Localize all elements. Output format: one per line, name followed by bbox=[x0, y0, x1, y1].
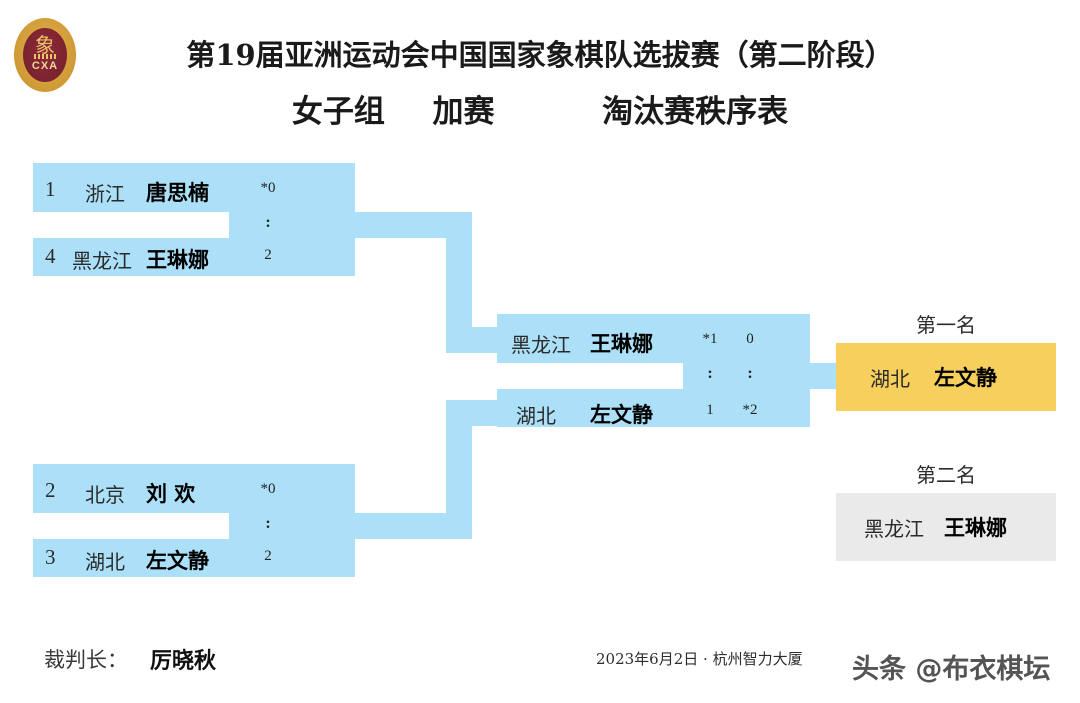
semifinal-1-notch bbox=[33, 212, 229, 238]
final-colon-game1: : bbox=[707, 365, 713, 382]
final-player-1-province: 黑龙江 bbox=[511, 333, 571, 357]
semifinal-2-player-1-seed: 2 bbox=[45, 478, 56, 502]
page-title-line1: 第19届亚洲运动会中国国家象棋队选拔赛（第二阶段） bbox=[186, 38, 894, 72]
first-place-player: 左文静 bbox=[934, 365, 997, 390]
logo-decoration-bars bbox=[34, 54, 56, 59]
venue-and-date: 2023年6月2日 · 杭州智力大厦 bbox=[596, 650, 803, 668]
semifinal-2-colon: : bbox=[265, 515, 271, 532]
semifinal-1-player-1-province: 浙江 bbox=[85, 182, 125, 206]
final-player-2-province: 湖北 bbox=[516, 404, 556, 428]
semifinal-1-player-2-score: 2 bbox=[264, 247, 272, 263]
final-to-champion-connector bbox=[810, 363, 840, 389]
semifinal-1-player-1-score: *0 bbox=[260, 180, 276, 196]
referee-label: 裁判长： bbox=[44, 648, 128, 672]
final-player-2-score-game2: *2 bbox=[742, 402, 758, 418]
second-place-province: 黑龙江 bbox=[864, 516, 924, 541]
second-place-box[interactable]: 黑龙江 王琳娜 bbox=[836, 493, 1056, 561]
logo-abbrev-text: CXA bbox=[31, 60, 59, 72]
first-place-province: 湖北 bbox=[870, 366, 910, 391]
semifinal-2-player-1-name: 刘 欢 bbox=[146, 481, 196, 506]
semifinal-2-player-2-name: 左文静 bbox=[146, 548, 209, 573]
cxa-logo: 象 CXA bbox=[14, 18, 76, 92]
semifinal-1-colon: : bbox=[265, 214, 271, 231]
page-title-line2: 女子组 加赛 淘汰赛秩序表 bbox=[0, 86, 1080, 131]
referee-name: 厉晓秋 bbox=[150, 648, 217, 674]
first-place-box[interactable]: 湖北 左文静 bbox=[836, 343, 1056, 411]
final-colon-game2: : bbox=[747, 365, 753, 382]
semifinal-2-notch bbox=[33, 513, 229, 539]
logo-inner: 象 CXA bbox=[23, 28, 67, 82]
semifinal-1-player-1-seed: 1 bbox=[45, 177, 56, 201]
semifinal-1-player-2-name: 王琳娜 bbox=[146, 247, 209, 272]
first-place-label: 第一名 bbox=[916, 313, 976, 337]
xiangqi-piece-icon: 象 bbox=[35, 33, 55, 57]
title-playoff-label: 加赛 bbox=[432, 94, 495, 130]
second-place-label: 第二名 bbox=[916, 463, 976, 487]
title-bracket-label: 淘汰赛秩序表 bbox=[602, 94, 789, 130]
semifinal-1-player-2-seed: 4 bbox=[45, 244, 56, 268]
semifinal-1-player-1-name: 唐思楠 bbox=[146, 180, 209, 205]
final-notch bbox=[497, 363, 683, 389]
final-connector-top-vertical bbox=[446, 212, 472, 340]
final-player-2-score-game1: 1 bbox=[706, 402, 714, 418]
semifinal-2-player-2-province: 湖北 bbox=[85, 550, 125, 574]
final-player-1-name: 王琳娜 bbox=[590, 331, 653, 356]
final-player-1-score-game1: *1 bbox=[702, 331, 718, 347]
semifinal-2-player-1-province: 北京 bbox=[85, 483, 125, 507]
second-place-player: 王琳娜 bbox=[944, 515, 1007, 540]
semifinal-2-player-2-seed: 3 bbox=[45, 545, 56, 569]
semifinal-2-player-1-score: *0 bbox=[260, 481, 276, 497]
semifinal-2-player-2-score: 2 bbox=[264, 548, 272, 564]
final-player-2-name: 左文静 bbox=[590, 402, 653, 427]
final-player-1-score-game2: 0 bbox=[746, 331, 754, 347]
semifinal-1-player-2-province: 黑龙江 bbox=[72, 249, 132, 273]
source-watermark: 头条 @布衣棋坛 bbox=[852, 654, 1051, 685]
title-group-label: 女子组 bbox=[291, 94, 385, 130]
